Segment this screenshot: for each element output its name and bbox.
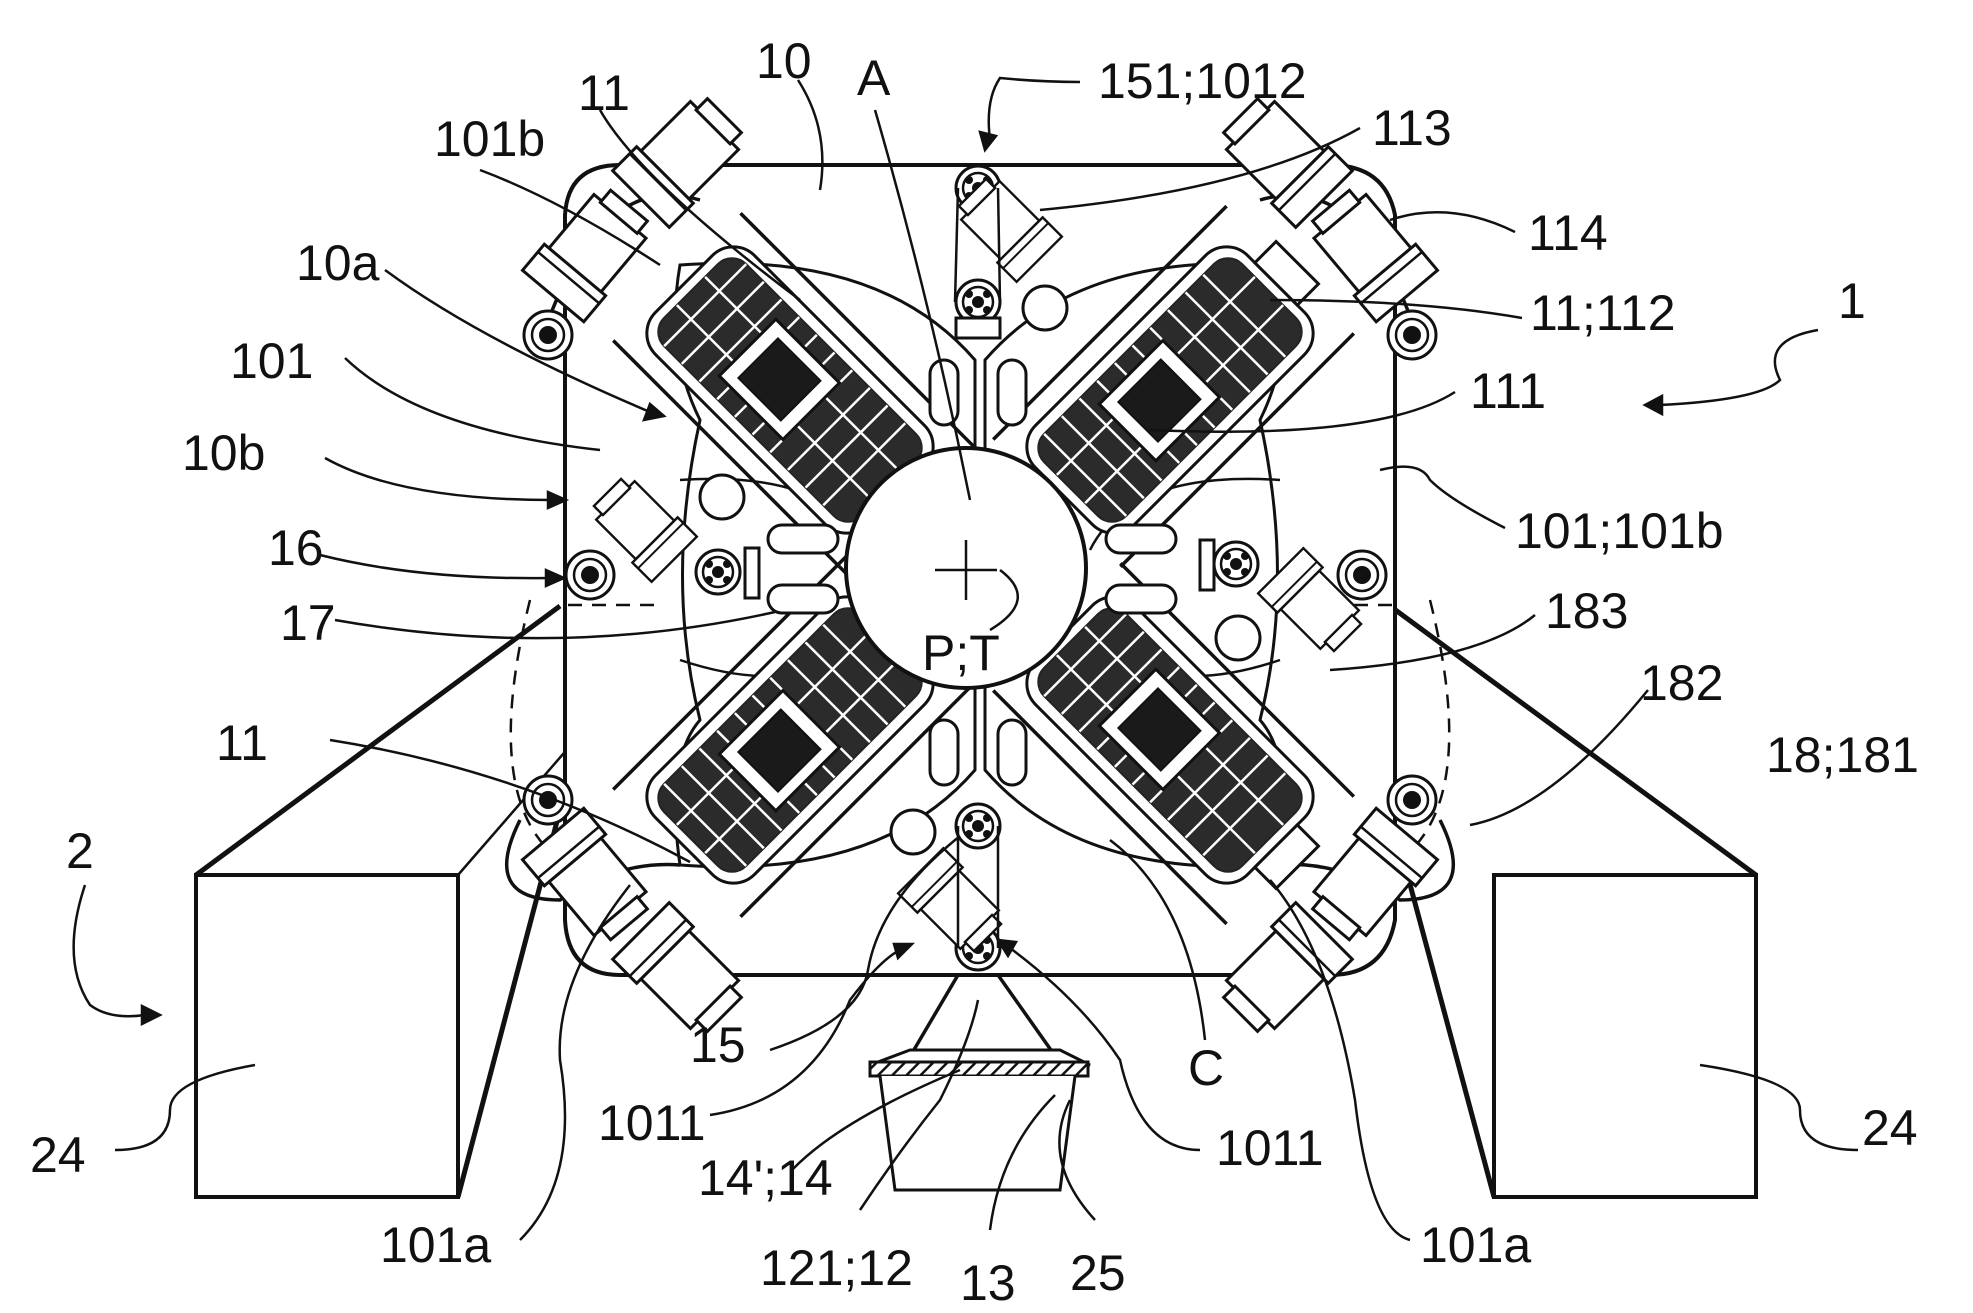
bottom-container-25	[870, 975, 1090, 1190]
label-101a-left: 101a	[380, 1217, 491, 1273]
label-10: 10	[756, 33, 812, 89]
label-10b: 10b	[182, 425, 265, 481]
left-container-24	[196, 606, 610, 1197]
label-101-101b: 101;101b	[1515, 503, 1724, 559]
label-15: 15	[690, 1017, 746, 1073]
label-11-left: 11	[216, 715, 268, 771]
label-113: 113	[1372, 100, 1452, 156]
label-p-t: P;T	[922, 625, 1000, 681]
label-25: 25	[1070, 1245, 1126, 1301]
label-17: 17	[280, 595, 336, 651]
label-13: 13	[960, 1255, 1016, 1311]
label-121-12: 121;12	[760, 1240, 913, 1296]
label-1: 1	[1838, 273, 1866, 329]
label-24-right: 24	[1862, 1100, 1918, 1156]
label-114: 114	[1528, 205, 1608, 261]
label-14p-14: 14';14	[698, 1150, 833, 1206]
label-151-1012: 151;1012	[1098, 53, 1307, 109]
label-101: 101	[230, 333, 313, 389]
label-2: 2	[66, 823, 94, 879]
label-18-181: 18;181	[1766, 727, 1919, 783]
label-10a: 10a	[296, 235, 380, 291]
label-24-left: 24	[30, 1127, 86, 1183]
label-c: C	[1188, 1040, 1224, 1096]
label-11-top: 11	[578, 65, 630, 121]
label-111: 111	[1470, 363, 1546, 419]
label-182: 182	[1640, 655, 1723, 711]
label-1011-right: 1011	[1216, 1120, 1324, 1176]
label-183: 183	[1545, 583, 1628, 639]
label-11-112: 11;112	[1530, 285, 1676, 341]
label-a: A	[857, 50, 891, 106]
label-1011-left: 1011	[598, 1095, 706, 1151]
label-101b: 101b	[434, 111, 545, 167]
label-16: 16	[268, 520, 324, 576]
label-101a-right: 101a	[1420, 1217, 1531, 1273]
